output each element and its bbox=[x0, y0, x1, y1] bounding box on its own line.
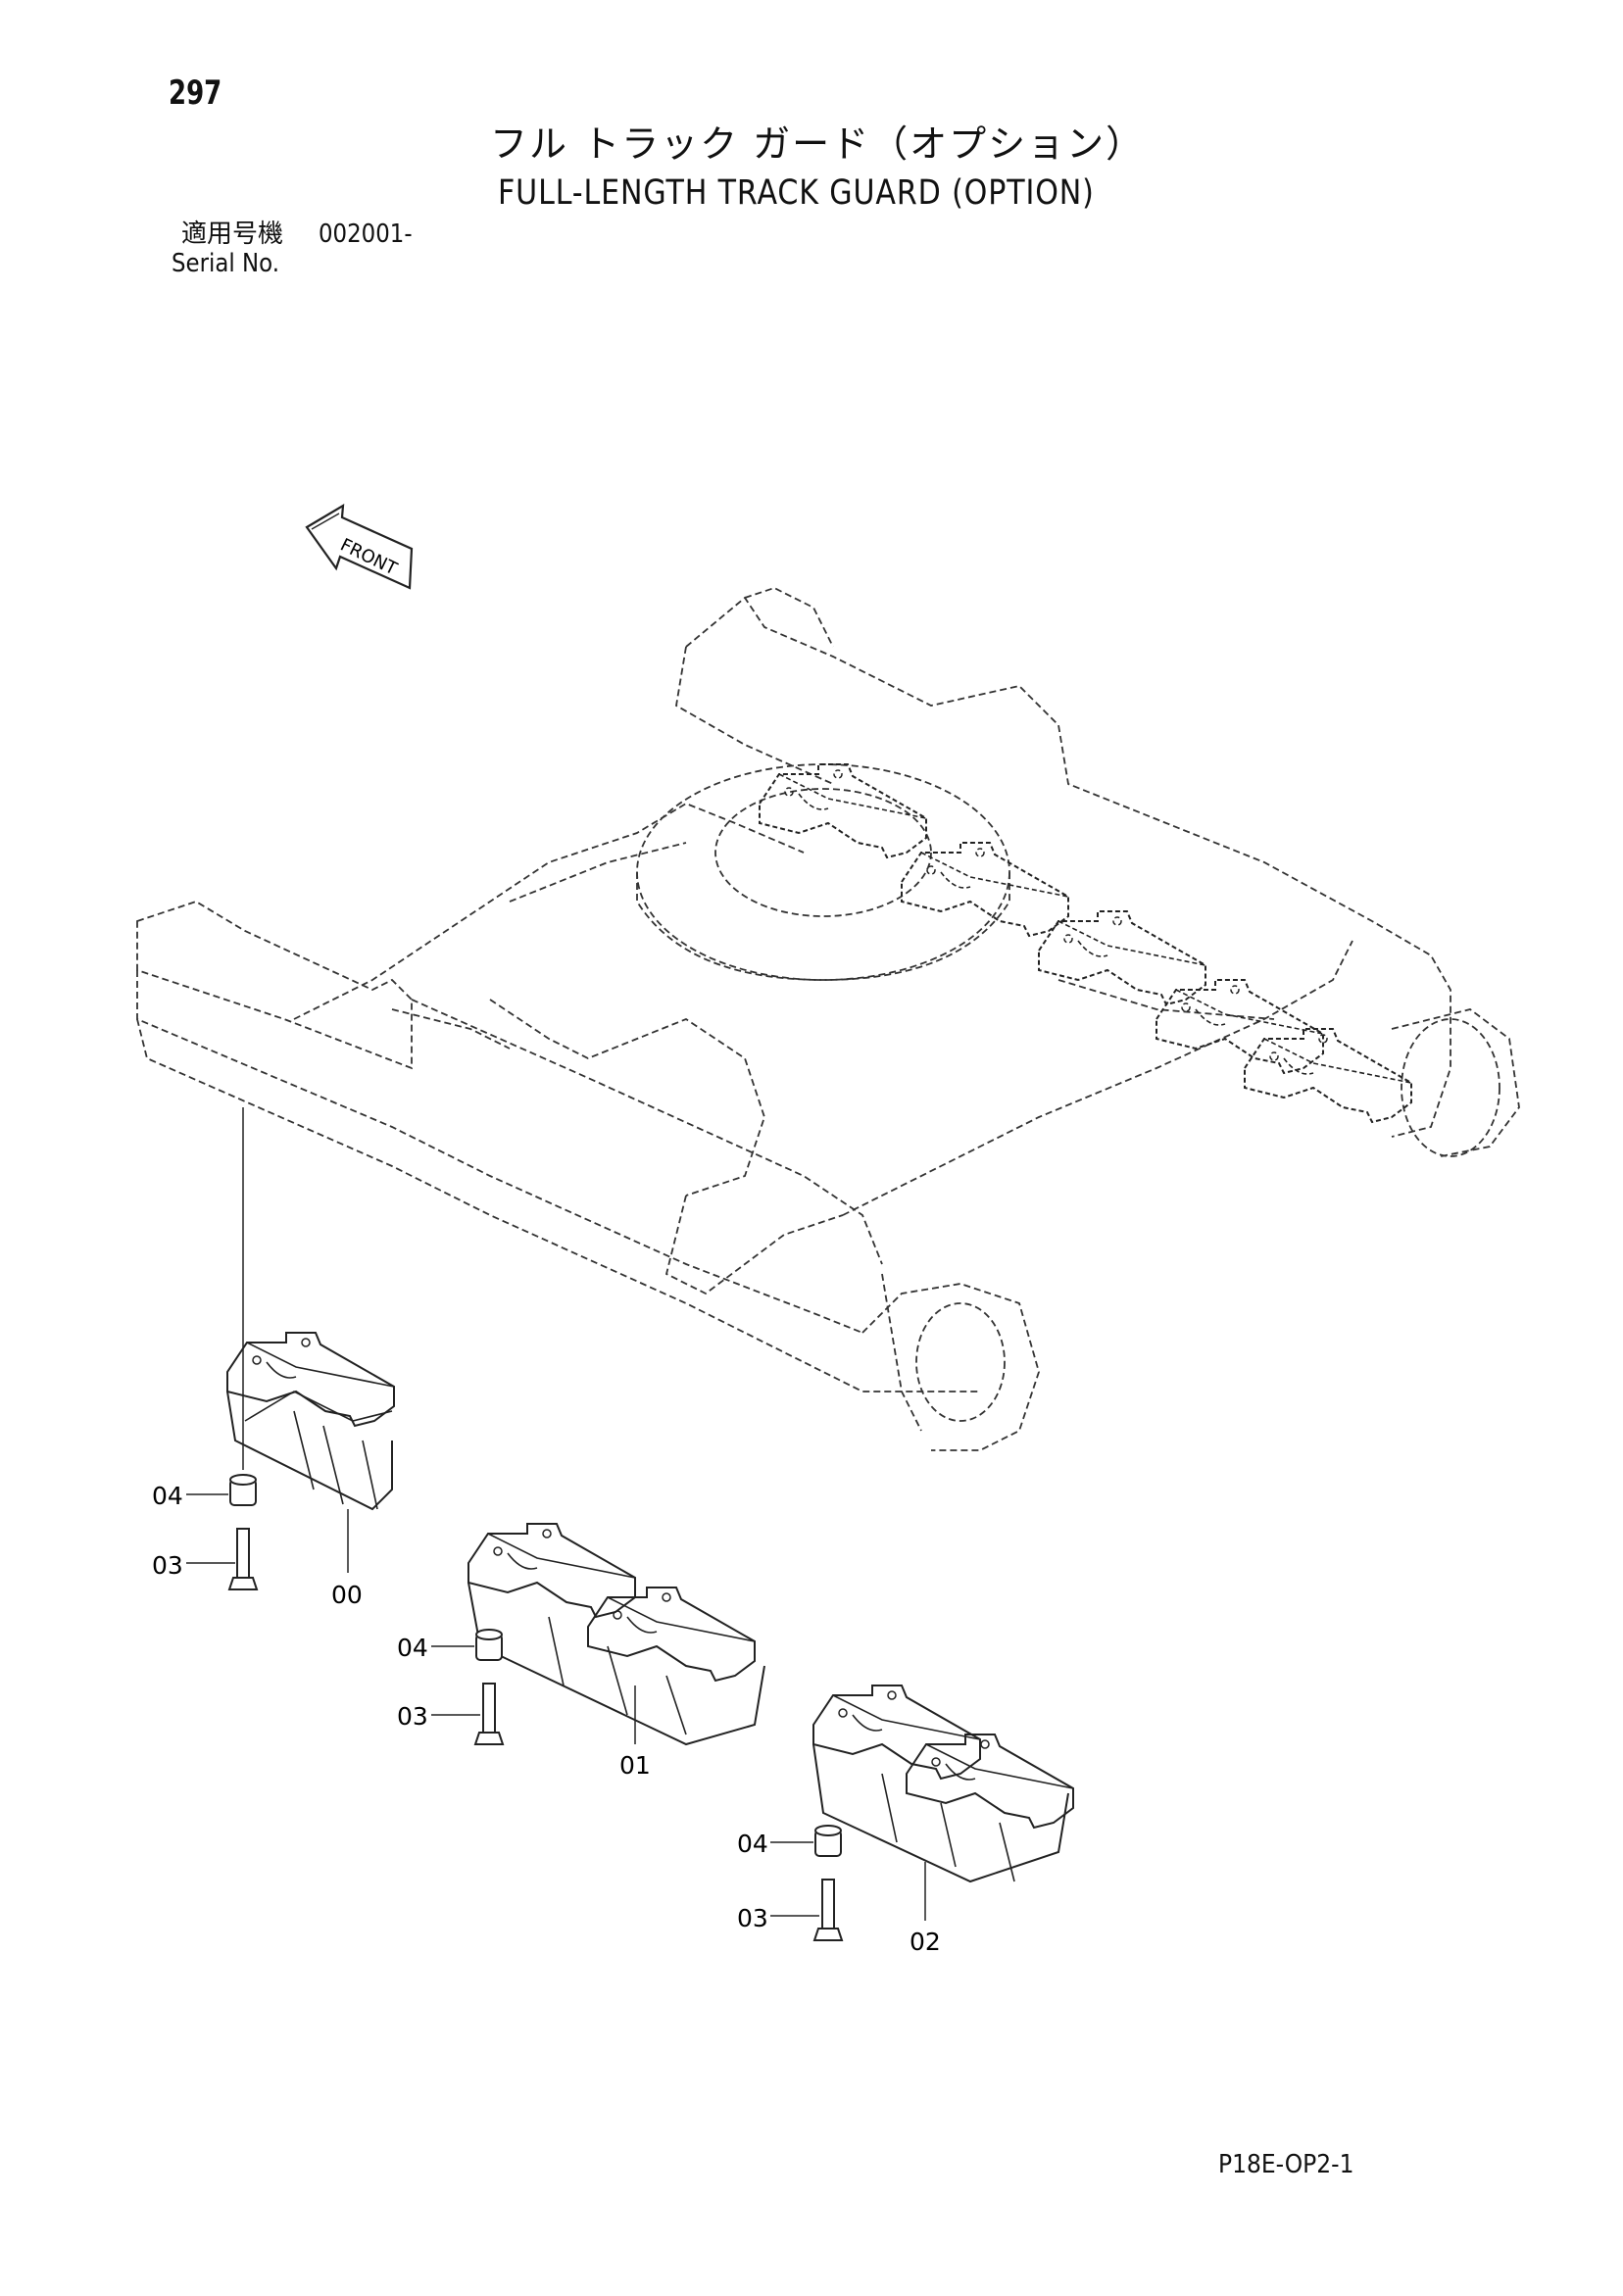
part-00-guard bbox=[226, 1332, 395, 1511]
callout-03-a: 03 bbox=[152, 1551, 183, 1580]
serial-label-japanese: 適用号機 bbox=[181, 220, 284, 249]
title-japanese: フル トラック ガード（オプション） bbox=[490, 122, 1146, 166]
callout-01: 01 bbox=[619, 1751, 651, 1780]
mounted-guards-outline bbox=[759, 763, 1412, 1123]
figure-id: P18E-OP2-1 bbox=[1218, 2150, 1354, 2179]
title-english: FULL-LENGTH TRACK GUARD (OPTION) bbox=[498, 173, 1095, 213]
serial-label-english: Serial No. bbox=[172, 249, 279, 278]
callout-00: 00 bbox=[331, 1581, 363, 1609]
bolt-collar-02 bbox=[812, 1825, 844, 1941]
bolt-collar-00 bbox=[227, 1107, 259, 1590]
part-02-guard bbox=[812, 1685, 1074, 1883]
callout-03-c: 03 bbox=[737, 1904, 768, 1932]
leader-lines bbox=[186, 1493, 926, 1921]
callout-03-b: 03 bbox=[397, 1702, 428, 1731]
serial-number-value: 002001- bbox=[319, 220, 413, 249]
part-01-guard bbox=[467, 1523, 765, 1746]
front-arrow-icon: FRONT bbox=[305, 503, 414, 590]
track-frame-outline bbox=[136, 587, 1520, 1451]
callout-04-a: 04 bbox=[152, 1482, 183, 1510]
bolt-collar-01 bbox=[473, 1629, 505, 1745]
callout-04-c: 04 bbox=[737, 1830, 768, 1858]
callout-04-b: 04 bbox=[397, 1634, 428, 1662]
page-number: 297 bbox=[169, 73, 222, 113]
callout-02: 02 bbox=[910, 1928, 941, 1956]
